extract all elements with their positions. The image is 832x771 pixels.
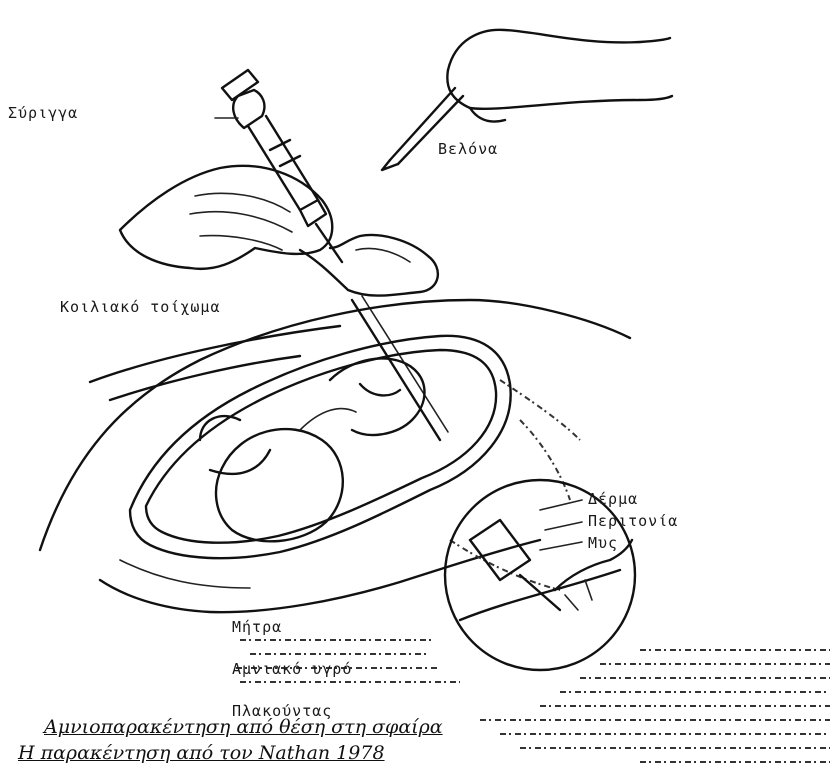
label-abdominal-wall: Κοιλιακό τοίχωμα [60,298,221,316]
upper-hand-drawing [382,30,672,170]
label-amniotic-fluid: Αμνιακό υγρό [232,660,352,678]
abdomen-drawing [40,300,630,612]
left-hand-drawing [120,166,438,296]
label-needle: Βελόνα [438,140,498,158]
label-uterus: Μήτρα [232,618,282,636]
needle-drawing [352,300,440,440]
label-skin: Δέρμα [588,490,638,508]
caption-line-2: Η παρακέντηση από τον Nathan 1978 [18,742,385,764]
caption-line-1: Αμνιοπαρακέντηση από θέση στη σφαίρα [44,716,443,738]
label-muscle: Μυς [588,534,618,552]
label-fascia: Περιτονία [588,512,678,530]
label-syringe: Σύριγγα [8,104,78,122]
magnified-inset [445,480,635,670]
